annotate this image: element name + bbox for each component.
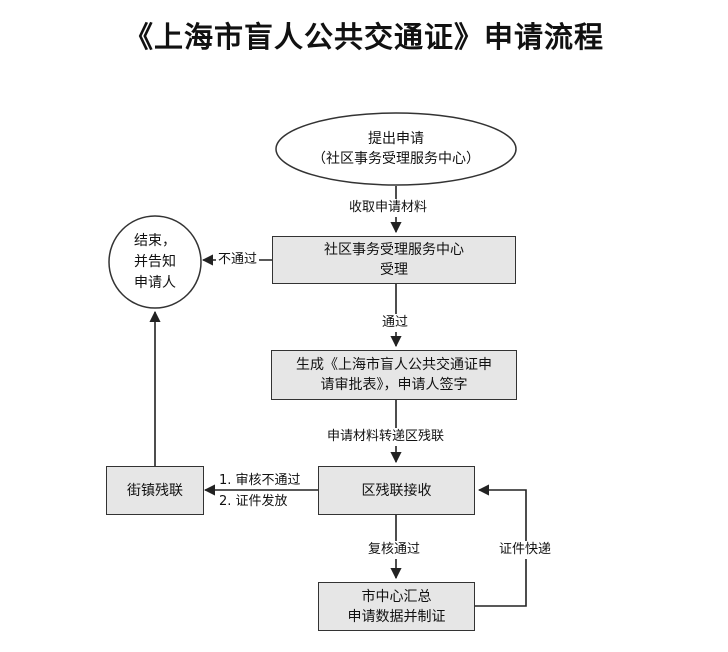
node-city-center: 市中心汇总 申请数据并制证	[318, 582, 475, 631]
node-end-line2: 并告知	[134, 253, 176, 270]
edge-label-collect-materials: 收取申请材料	[347, 199, 430, 217]
node-end: 结束， 并告知 申请人	[109, 226, 201, 298]
node-district-receive-line1: 区残联接收	[361, 482, 432, 499]
node-start-line2: （社区事务受理服务中心）	[312, 151, 480, 167]
node-approval-form-line1: 生成《上海市盲人公共交通证申	[296, 357, 492, 373]
node-district-receive: 区残联接收	[318, 466, 475, 515]
node-street-federation: 街镇残联	[106, 466, 204, 515]
node-start: 提出申请 （社区事务受理服务中心）	[276, 114, 516, 184]
node-city-center-line2: 申请数据并制证	[347, 608, 446, 625]
end-circle	[108, 215, 202, 309]
edge-label-express-delivery: 证件快递	[497, 541, 554, 559]
node-approval-form: 生成《上海市盲人公共交通证申 请审批表》，申请人签字	[271, 350, 517, 400]
page-title: 《上海市盲人公共交通证》申请流程	[123, 20, 604, 54]
edge-label-review-passed: 复核通过	[366, 541, 423, 559]
node-start-line1: 提出申请	[368, 131, 424, 147]
edge-label-passed: 通过	[380, 314, 411, 332]
edge-label-transfer-materials: 申请材料转递区残联	[325, 428, 447, 446]
node-community-accept-line1: 社区事务受理服务中心	[324, 242, 464, 258]
edge-label-issue-certificate: 2. 证件发放	[219, 494, 288, 509]
node-community-accept-line2: 受理	[380, 262, 408, 278]
node-end-line3: 申请人	[134, 274, 176, 291]
node-end-line1: 结束，	[134, 232, 176, 249]
edge-label-not-passed: 不通过	[216, 251, 260, 269]
start-ellipse	[275, 112, 517, 186]
node-street-federation-line1: 街镇残联	[127, 482, 183, 499]
node-community-accept: 社区事务受理服务中心 受理	[272, 236, 516, 284]
edge-label-review-fail: 1. 审核不通过	[219, 473, 301, 488]
node-approval-form-line2: 请审批表》，申请人签字	[320, 377, 468, 393]
node-city-center-line1: 市中心汇总	[361, 588, 432, 605]
